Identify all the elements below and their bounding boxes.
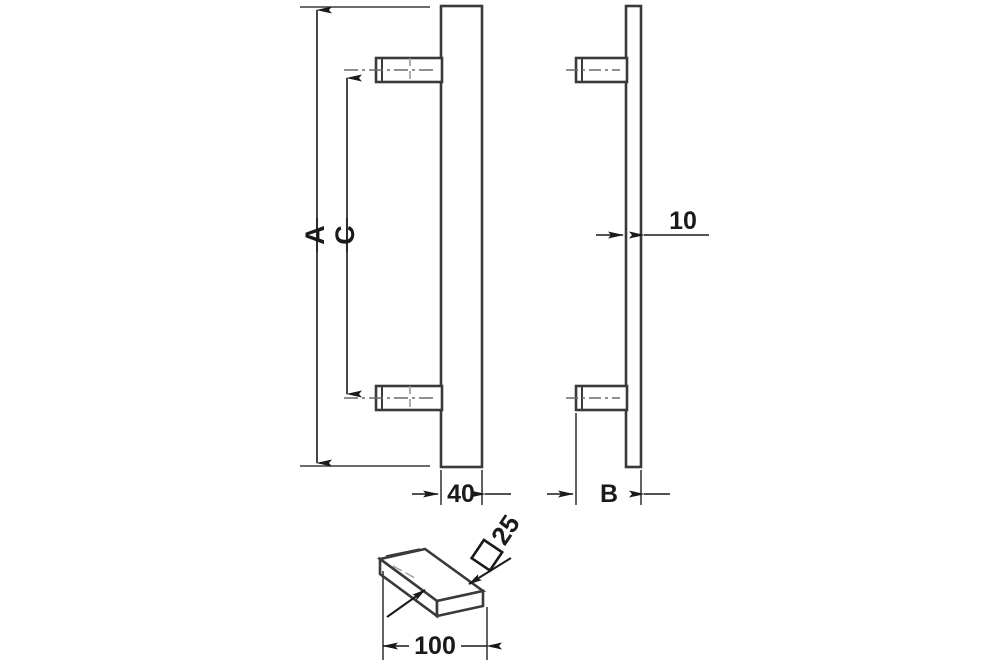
side-view: 10 B: [547, 4, 709, 508]
side-view-stud-centerlines: [566, 69, 620, 399]
dimension-100-label: 100: [414, 632, 456, 660]
iso-length-leader: [386, 589, 426, 618]
dimension-a: A: [300, 6, 332, 467]
iso-bar-end-face: [435, 589, 485, 618]
dimension-a-label: A: [300, 225, 330, 245]
dimension-b: B: [547, 413, 670, 508]
square-25-callout: 25: [469, 509, 526, 573]
front-view: A C 40: [300, 4, 511, 508]
dimension-10: 10: [596, 207, 709, 239]
dimension-10-label: 10: [669, 207, 697, 235]
square-symbol-icon: [469, 538, 504, 573]
dimension-c: C: [330, 74, 362, 398]
dimension-40: 40: [412, 470, 511, 508]
isometric-view: 25 100: [376, 509, 526, 660]
iso-top-center-mark: [392, 565, 416, 579]
dimension-c-label: C: [330, 225, 360, 245]
dimension-100: 100: [382, 571, 502, 660]
iso-top-edge-highlight: [385, 548, 421, 557]
dimension-b-label: B: [600, 480, 618, 508]
front-view-bar-body: [439, 4, 484, 469]
front-view-stud-centerlines: [344, 69, 436, 399]
dimension-40-label: 40: [447, 480, 475, 508]
